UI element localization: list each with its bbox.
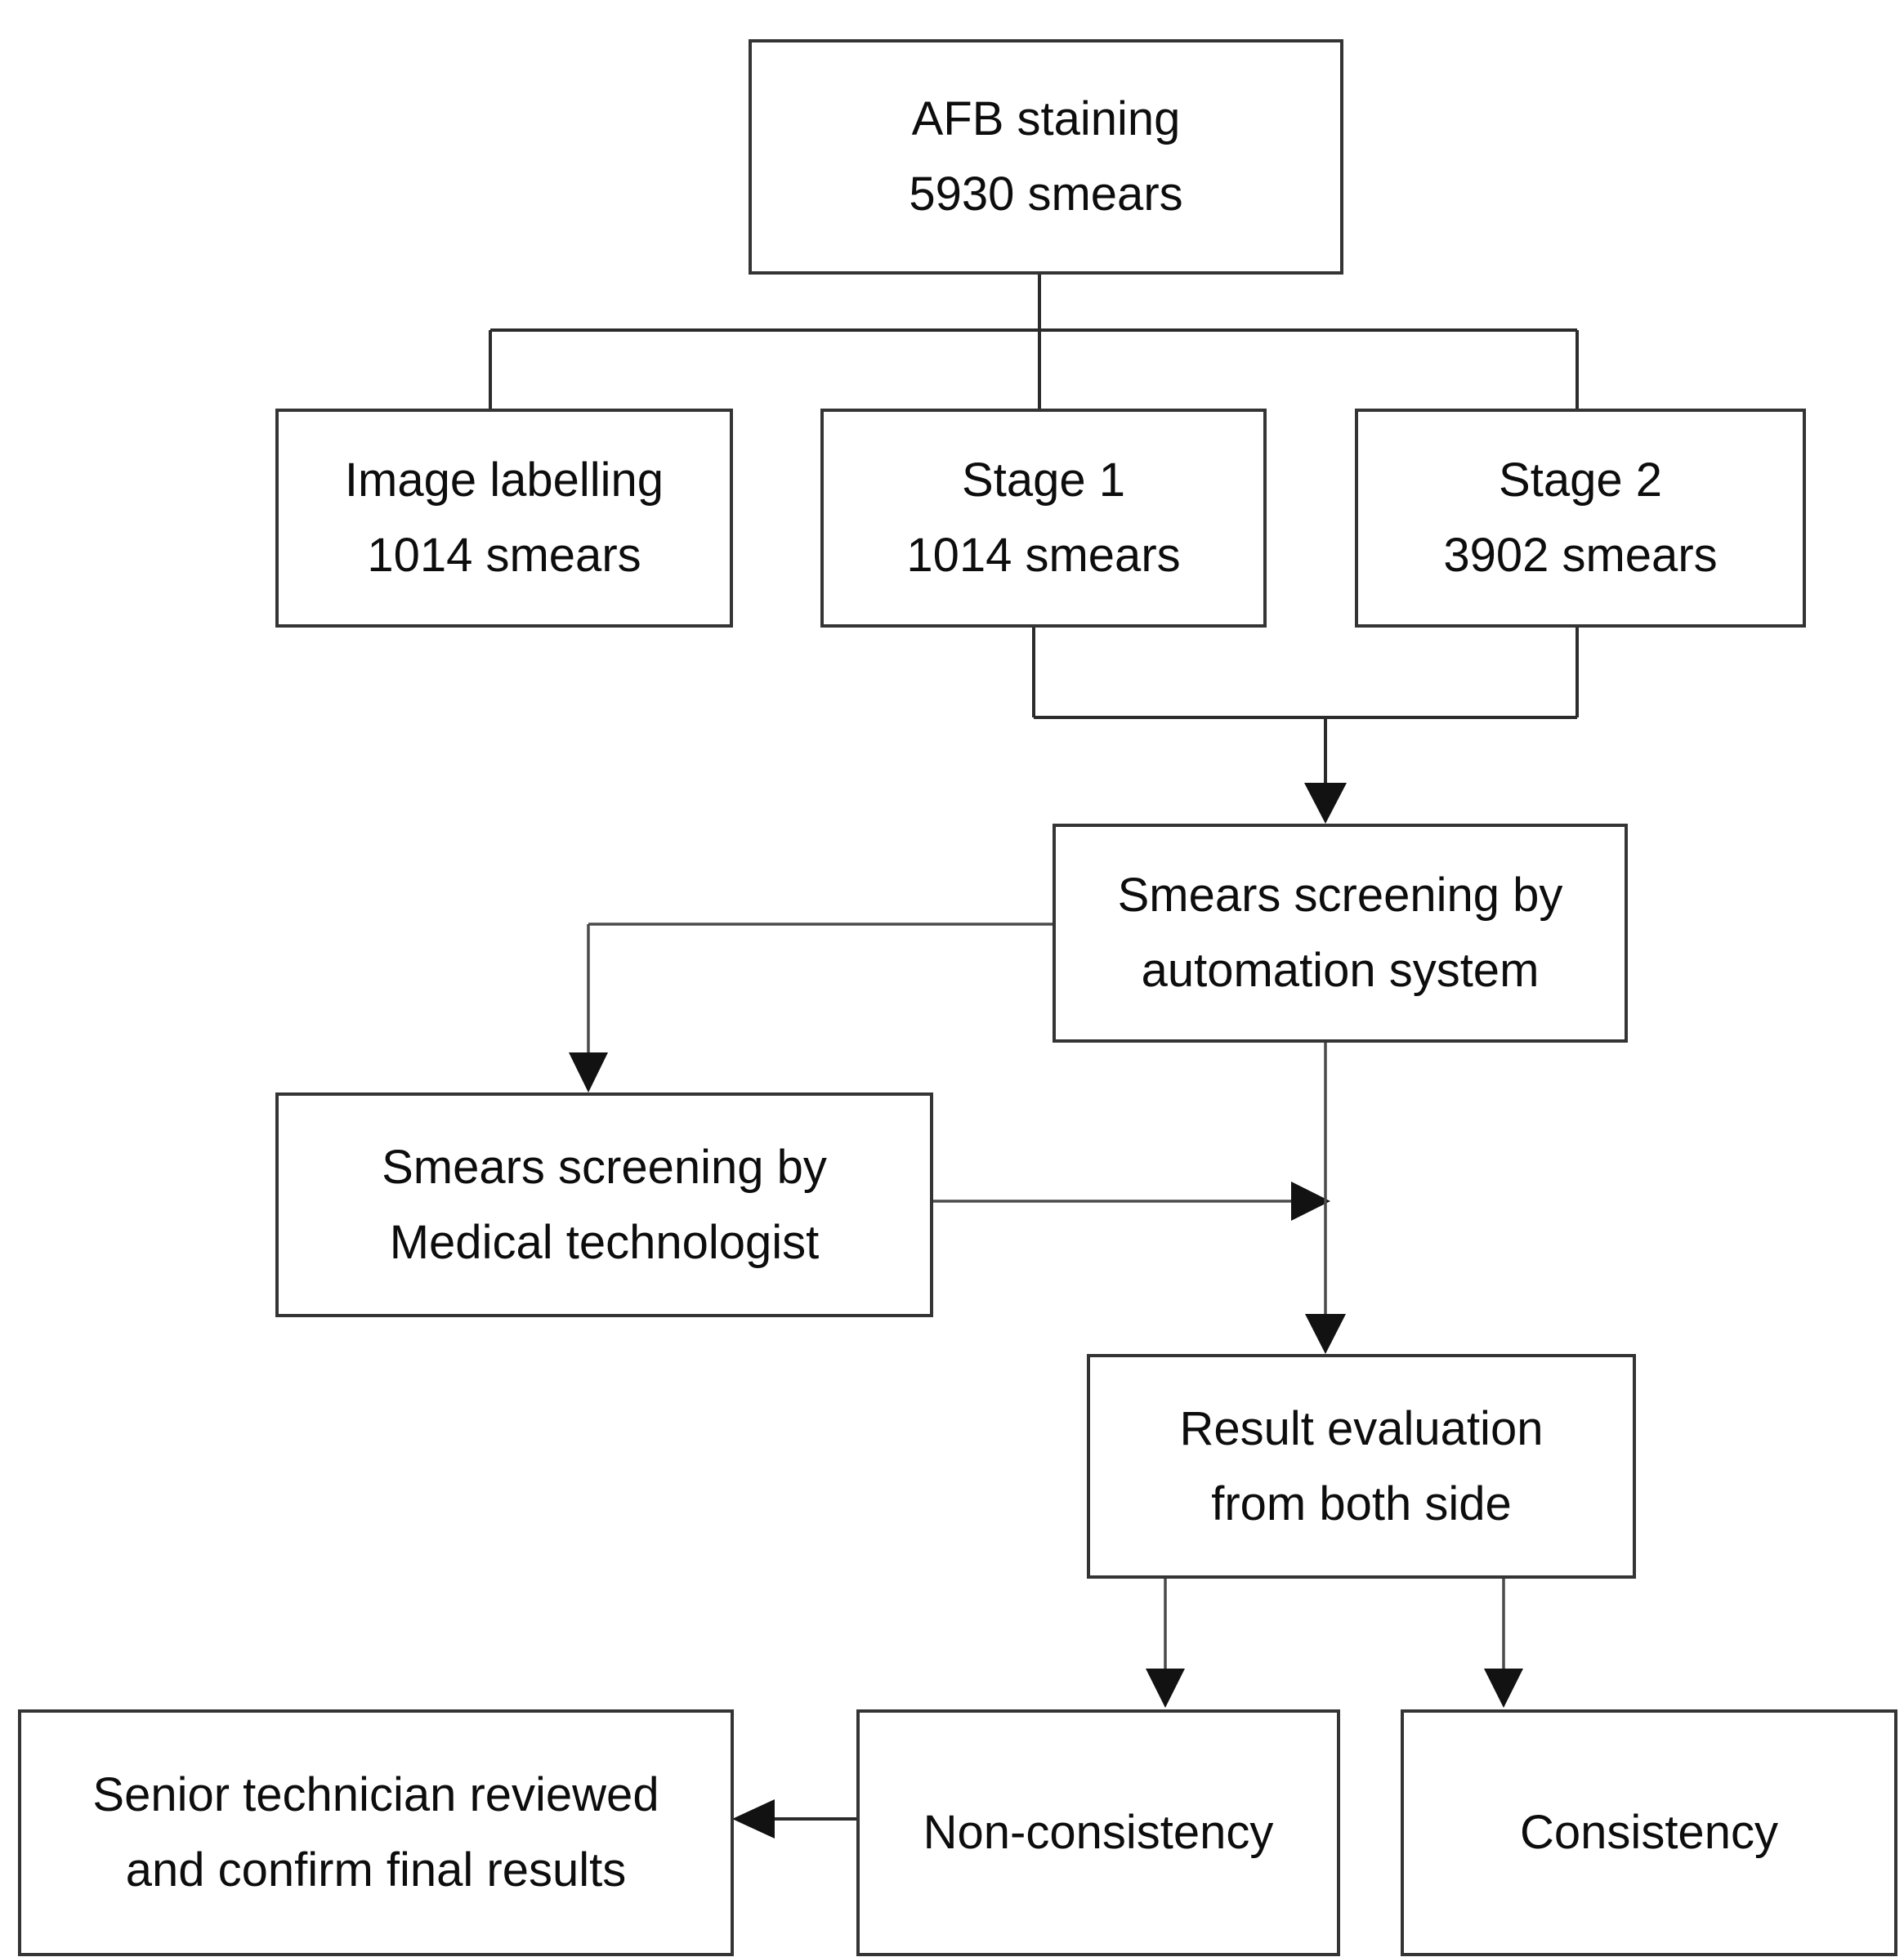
node-automation-screening-line2: automation system — [1141, 944, 1540, 997]
node-stage-1-line2: 1014 smears — [906, 529, 1181, 582]
arrowhead-to-noncons — [1146, 1669, 1185, 1708]
node-stage-2-line2: 3902 smears — [1443, 529, 1718, 582]
node-result-evaluation-line2: from both side — [1211, 1477, 1512, 1530]
node-non-consistency: Non-consistency — [856, 1709, 1340, 1956]
node-image-labelling-line2: 1014 smears — [367, 529, 641, 582]
arrowhead-to-result — [1305, 1314, 1346, 1354]
node-consistency-line1: Consistency — [1520, 1806, 1778, 1859]
arrowhead-to-medtech — [569, 1052, 608, 1092]
node-stage-1: Stage 1 1014 smears — [820, 409, 1267, 628]
arrowhead-to-automation — [1304, 783, 1347, 824]
node-afb-staining: AFB staining 5930 smears — [749, 39, 1343, 275]
node-afb-staining-line1: AFB staining — [911, 92, 1181, 145]
arrowhead-medtech-right — [1291, 1182, 1330, 1221]
node-stage-2-line1: Stage 2 — [1499, 454, 1662, 507]
node-medical-technologist-screening-line2: Medical technologist — [389, 1215, 820, 1269]
node-senior-review: Senior technician reviewed and confirm f… — [18, 1709, 734, 1956]
node-automation-screening-line1: Smears screening by — [1117, 869, 1563, 922]
node-medical-technologist-screening-line1: Smears screening by — [382, 1140, 827, 1194]
node-medical-technologist-screening: Smears screening by Medical technologist — [275, 1092, 933, 1317]
arrowhead-to-cons — [1484, 1669, 1523, 1708]
arrowhead-to-senior — [732, 1799, 775, 1839]
node-afb-staining-line2: 5930 smears — [909, 168, 1183, 221]
node-automation-screening: Smears screening by automation system — [1053, 824, 1628, 1043]
node-senior-review-line2: and confirm final results — [125, 1843, 627, 1897]
node-non-consistency-line1: Non-consistency — [923, 1806, 1274, 1859]
node-senior-review-line1: Senior technician reviewed — [92, 1768, 659, 1821]
node-image-labelling-line1: Image labelling — [344, 454, 664, 507]
node-stage-2: Stage 2 3902 smears — [1355, 409, 1806, 628]
node-image-labelling: Image labelling 1014 smears — [275, 409, 733, 628]
node-consistency: Consistency — [1401, 1709, 1897, 1956]
node-stage-1-line1: Stage 1 — [962, 454, 1125, 507]
node-result-evaluation: Result evaluation from both side — [1087, 1354, 1636, 1579]
node-result-evaluation-line1: Result evaluation — [1179, 1401, 1544, 1455]
